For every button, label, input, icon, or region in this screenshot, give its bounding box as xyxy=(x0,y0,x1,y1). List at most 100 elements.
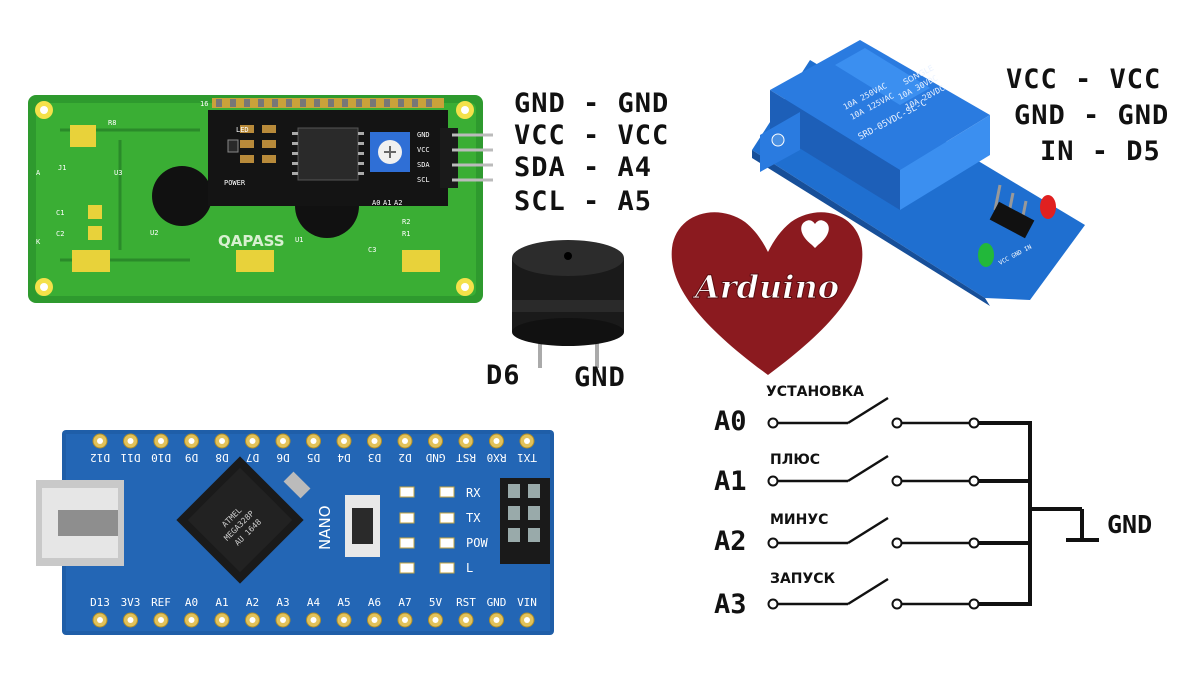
nano-pin-hole-center xyxy=(188,438,195,444)
lcd-u3-label: U3 xyxy=(114,169,122,177)
nano-pin-hole-center xyxy=(341,438,347,444)
nano-pin-label-d7: D7 xyxy=(246,451,259,464)
lcd-connection-gnd: GND - GND xyxy=(514,88,670,119)
nano-pin-label-rst: RST xyxy=(456,596,476,609)
nano-pin-hole-center xyxy=(280,438,286,444)
lcd-led-label: LED xyxy=(236,126,249,134)
lcd-c3-label: C3 xyxy=(368,246,376,254)
nano-pin-hole-center xyxy=(493,617,500,623)
nano-pin-hole-center xyxy=(188,617,195,623)
button-label-minus: МИНУС xyxy=(770,512,829,528)
buzzer-pin-gnd: GND xyxy=(574,362,626,393)
nano-pin-label-gnd: GND xyxy=(426,451,446,464)
lcd-pin-gnd: GND xyxy=(417,131,430,139)
lcd-u1-label: U1 xyxy=(295,236,303,244)
nano-pin-hole-center xyxy=(524,438,530,444)
lcd-power-label: POWER xyxy=(224,179,246,187)
lcd-module xyxy=(28,95,493,303)
nano-pin-hole-center xyxy=(219,617,225,623)
nano-pin-hole-center xyxy=(463,617,469,623)
nano-pin-label-d11: D11 xyxy=(121,451,141,464)
nano-pin-label-d2: D2 xyxy=(398,451,411,464)
nano-led-l: L xyxy=(466,561,473,575)
lcd-u2-label: U2 xyxy=(150,229,158,237)
nano-pin-hole-center xyxy=(493,438,500,444)
nano-pin-label-d13: D13 xyxy=(90,596,110,609)
lcd-c2-label: C2 xyxy=(56,230,64,238)
relay-connection-in: IN - D5 xyxy=(1040,136,1161,167)
nano-pin-label-3v3: 3V3 xyxy=(121,596,141,609)
nano-pin-label-d8: D8 xyxy=(215,451,228,464)
button-pin-a1: A1 xyxy=(714,466,747,497)
buttons-common-gnd: GND xyxy=(1107,510,1153,539)
nano-pin-label-a1: A1 xyxy=(215,596,228,609)
lcd-c1-label: C1 xyxy=(56,209,64,217)
nano-pin-label-tx1: TX1 xyxy=(517,451,537,464)
nano-label: NANO xyxy=(316,505,334,550)
nano-pin-hole-center xyxy=(432,617,439,623)
button-label-start: ЗАПУСК xyxy=(770,571,836,587)
nano-pin-label-ref: REF xyxy=(151,596,171,609)
nano-pin-hole-center xyxy=(310,438,317,444)
lcd-r8-label: R8 xyxy=(108,119,116,127)
lcd-silkscreen: GND VCC SDA SCL LED POWER R8 U2 U1 U3 C1… xyxy=(36,100,430,254)
button-pin-a2: A2 xyxy=(714,526,747,557)
nano-pin-label-vin: VIN xyxy=(517,596,537,609)
nano-pin-hole-center xyxy=(158,438,164,444)
nano-pin-hole-center xyxy=(341,617,347,623)
buzzer-pin-d6: D6 xyxy=(486,360,521,391)
relay-connection-vcc: VCC - VCC xyxy=(1006,64,1162,95)
nano-pin-label-a5: A5 xyxy=(337,596,350,609)
button-label-setup: УСТАНОВКА xyxy=(766,384,865,400)
nano-pin-hole-center xyxy=(97,438,103,444)
lcd-a0-label: A0 xyxy=(372,199,380,207)
lcd-brand: QAPASS xyxy=(218,232,285,250)
nano-pin-hole-center xyxy=(158,617,164,623)
nano-pin-hole-center xyxy=(249,617,256,623)
nano-pin-label-gnd: GND xyxy=(487,596,507,609)
lcd-a-label: A xyxy=(36,169,41,177)
relay-module: 10A 250VAC 10A 125VAC 10A 30VDC 10A 28VD… xyxy=(752,40,1085,306)
nano-pin-label-d3: D3 xyxy=(368,451,381,464)
lcd-j1-label: J1 xyxy=(58,164,66,172)
nano-pin-label-a2: A2 xyxy=(246,596,259,609)
nano-pin-hole-center xyxy=(432,438,439,444)
lcd-a1-label: A1 xyxy=(383,199,391,207)
nano-pin-label-d5: D5 xyxy=(307,451,320,464)
lcd-k-label: K xyxy=(36,238,41,246)
lcd-connection-vcc: VCC - VCC xyxy=(514,120,670,151)
nano-pin-hole-center xyxy=(310,617,317,623)
nano-pin-label-a0: A0 xyxy=(185,596,198,609)
lcd-pin-scl: SCL xyxy=(417,176,430,184)
buzzer xyxy=(512,240,624,368)
nano-pin-hole-center xyxy=(524,617,530,623)
nano-pin-label-a4: A4 xyxy=(307,596,321,609)
nano-pin-label-d6: D6 xyxy=(276,451,289,464)
arduino-nano xyxy=(36,430,554,635)
nano-pin-label-d10: D10 xyxy=(151,451,171,464)
nano-pin-hole-center xyxy=(402,438,408,444)
nano-pin-label-5v: 5V xyxy=(429,596,443,609)
nano-pin-label-d4: D4 xyxy=(337,451,351,464)
nano-pin-hole-center xyxy=(127,438,134,444)
nano-led-pow: POW xyxy=(466,536,488,550)
lcd-connection-scl: SCL - A5 xyxy=(514,186,653,217)
button-pin-a0: A0 xyxy=(714,406,747,437)
lcd-pin-vcc: VCC xyxy=(417,146,430,154)
lcd-pin-sda: SDA xyxy=(417,161,430,169)
nano-pin-hole-center xyxy=(249,438,256,444)
nano-pin-hole-center xyxy=(371,617,378,623)
nano-pin-hole-center xyxy=(97,617,103,623)
button-pin-a3: A3 xyxy=(714,589,747,620)
nano-mcu xyxy=(176,456,304,584)
nano-pin-hole-center xyxy=(402,617,408,623)
nano-pin-hole-center xyxy=(219,438,225,444)
arduino-heart-logo xyxy=(671,212,863,375)
nano-pin-hole-center xyxy=(371,438,378,444)
lcd-a2-label: A2 xyxy=(394,199,402,207)
nano-pin-hole-center xyxy=(127,617,134,623)
lcd-r2-label: R2 xyxy=(402,218,410,226)
